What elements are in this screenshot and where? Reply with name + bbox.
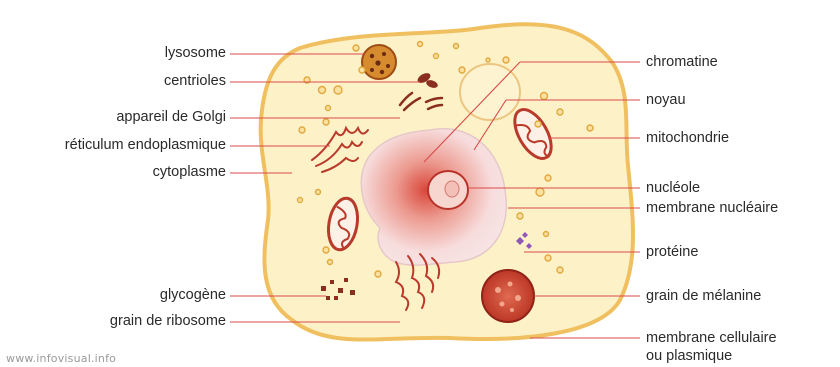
label-nuclear-membrane: membrane nucléaire	[646, 200, 778, 217]
label-nucleus: noyau	[646, 92, 686, 109]
credit-watermark: www.infovisual.info	[6, 352, 116, 365]
melanin-grain	[482, 270, 534, 322]
label-mitochondria: mitochondrie	[646, 130, 729, 147]
vacuole	[460, 64, 520, 120]
label-glycogen: glycogène	[160, 287, 226, 304]
label-nucleolus: nucléole	[646, 180, 700, 197]
label-lysosome: lysosome	[165, 45, 226, 62]
label-chromatin: chromatine	[646, 54, 718, 71]
label-protein: protéine	[646, 244, 698, 261]
nucleolus-core	[445, 181, 459, 197]
label-golgi: appareil de Golgi	[116, 109, 226, 126]
label-plasma-membrane: ou plasmique	[646, 348, 732, 365]
label-cell-membrane: membrane cellulaire	[646, 330, 777, 347]
label-endoplasmic-reticulum: réticulum endoplasmique	[65, 137, 226, 154]
label-ribosome: grain de ribosome	[110, 313, 226, 330]
label-cytoplasm: cytoplasme	[153, 164, 226, 181]
label-melanin: grain de mélanine	[646, 288, 761, 305]
label-centrioles: centrioles	[164, 73, 226, 90]
